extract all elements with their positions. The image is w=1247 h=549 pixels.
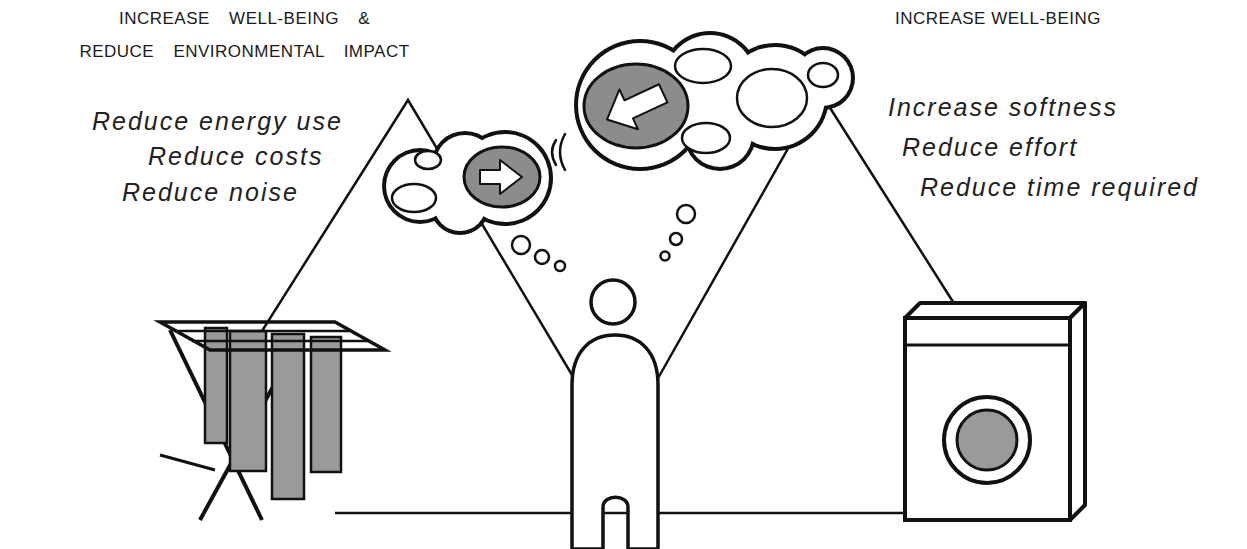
thought-dot [535, 250, 549, 264]
arrow-left [598, 73, 673, 139]
bubble-fill [578, 35, 851, 167]
vibration-mark [560, 134, 565, 170]
towel [311, 337, 341, 472]
vibration-marks [552, 134, 565, 170]
drying-rack [160, 322, 385, 520]
dryer-window [957, 410, 1017, 470]
rack-leg [160, 455, 215, 470]
dryer-door [944, 397, 1030, 483]
bubble-oval [682, 123, 730, 153]
towel [205, 328, 227, 443]
bubble-oval [392, 184, 436, 212]
thought-dots [512, 205, 695, 271]
bubble-outline [574, 31, 855, 171]
dryer-panel [905, 344, 1070, 347]
thought-dot [677, 205, 695, 223]
bubble-oval [808, 63, 838, 87]
benefit-item: Reduce costs [148, 141, 323, 171]
dryer-side [1070, 303, 1085, 520]
thought-bubble-right [574, 31, 855, 171]
benefit-item: Increase softness [888, 92, 1118, 122]
dryer-top [905, 303, 1085, 318]
bubble-oval [737, 69, 807, 127]
bubble-oval [675, 49, 731, 83]
rack-rail [175, 331, 368, 341]
choice-disc [584, 64, 688, 148]
choice-disc [464, 147, 540, 207]
towel [272, 334, 304, 499]
person-head [591, 280, 635, 324]
dryer-front [905, 318, 1070, 520]
benefit-item: Reduce energy use [92, 106, 343, 136]
person-body [572, 335, 658, 549]
rack-rail [160, 322, 385, 350]
thought-dot [661, 252, 670, 261]
thought-dot [555, 261, 565, 271]
thought-bubble-left [382, 130, 553, 235]
tumble-dryer [905, 303, 1085, 520]
goal-heading: INCREASE WELL-BEING & REDUCE ENVIRONMENT… [75, 2, 414, 68]
thought-dot [670, 233, 682, 245]
bubble-fill [386, 134, 549, 231]
person [572, 280, 658, 549]
thought-dot [512, 236, 530, 254]
arrow-right [480, 160, 522, 194]
goal-heading: INCREASE WELL-BEING [895, 2, 1101, 35]
vibration-mark [552, 140, 556, 165]
benefit-item: Reduce noise [122, 177, 299, 207]
bubble-outline [382, 130, 553, 235]
base-line [335, 512, 905, 515]
towel [230, 331, 266, 471]
benefit-item: Reduce effort [902, 132, 1078, 162]
bubble-oval [415, 151, 441, 169]
benefit-item: Reduce time required [920, 172, 1199, 202]
